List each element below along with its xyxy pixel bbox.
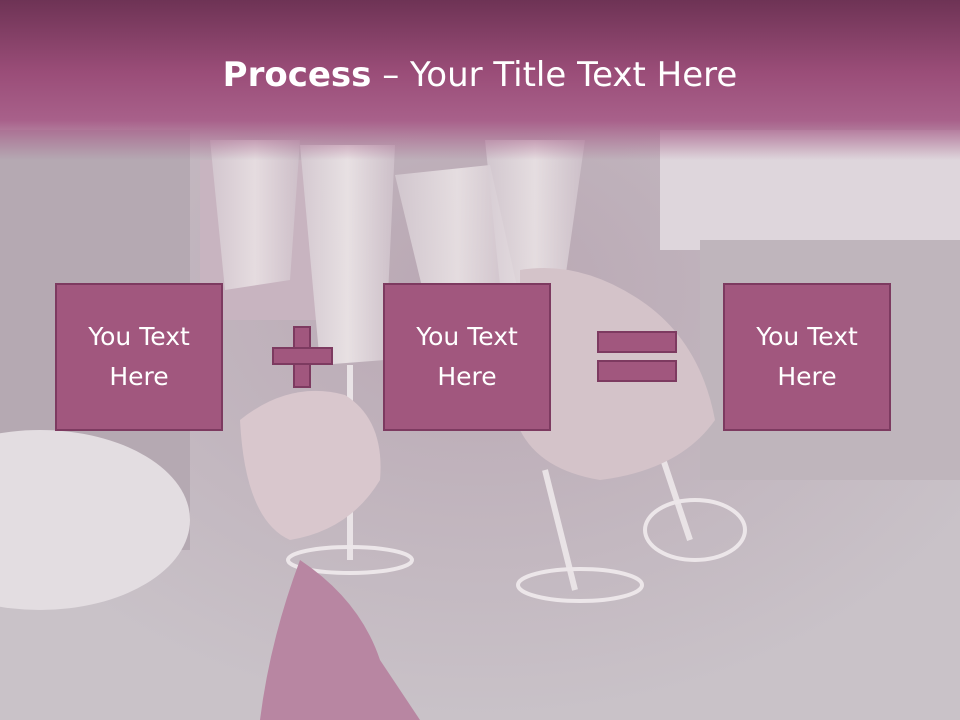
process-box-label: You Text Here [88,322,190,391]
process-box-3[interactable]: You Text Here [723,283,891,431]
title-bold: Process [222,55,372,95]
process-box-2[interactable]: You Text Here [383,283,551,431]
process-box-1[interactable]: You Text Here [55,283,223,431]
title-band [0,0,960,160]
title-separator: – [371,55,411,95]
slide-title: Process – Your Title Text Here [0,52,960,98]
process-box-label: You Text Here [416,322,518,391]
process-box-label: You Text Here [756,322,858,391]
title-rest: Your Title Text Here [410,55,738,95]
